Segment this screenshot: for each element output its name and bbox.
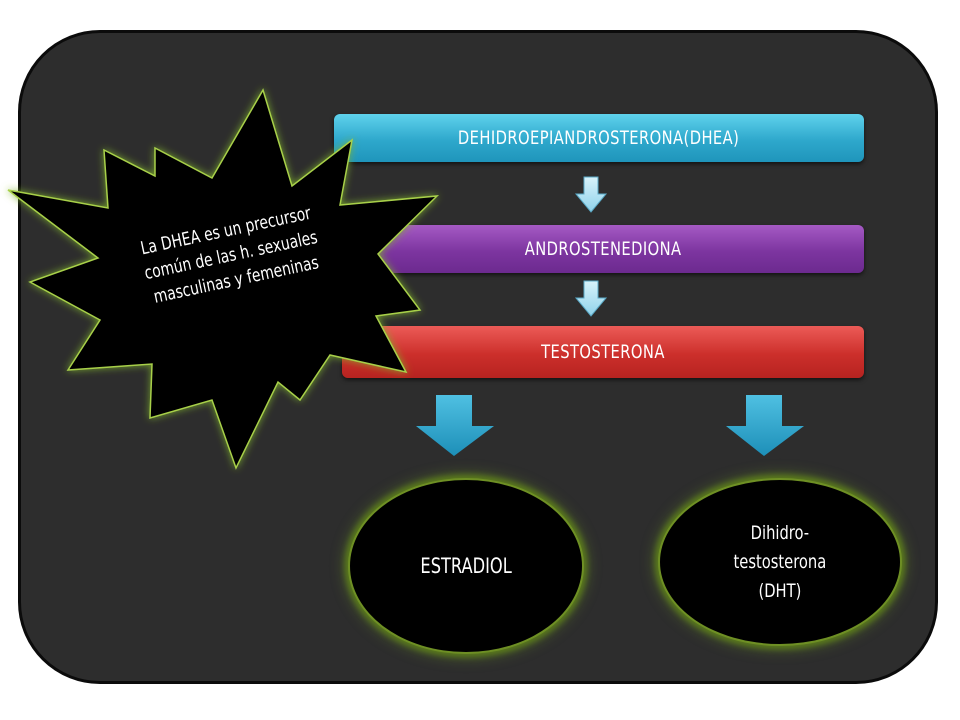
dhea-label: DEHIDROEPIANDROSTERONA(DHEA)	[458, 127, 740, 149]
estradiol-oval: ESTRADIOL	[348, 478, 584, 654]
arrow-dhea-to-andro	[574, 176, 608, 213]
testosterona-label: TESTOSTERONA	[541, 341, 665, 363]
dht-label-line1: Dihidro-	[750, 521, 810, 544]
androstenediona-label: ANDROSTENEDIONA	[524, 238, 682, 260]
arrow-testo-to-dht	[726, 395, 804, 456]
estradiol-label: ESTRADIOL	[420, 554, 512, 578]
androstenediona-box: ANDROSTENEDIONA	[342, 225, 864, 273]
testosterona-box: TESTOSTERONA	[342, 326, 864, 378]
arrow-andro-to-testo	[574, 280, 608, 317]
dhea-box: DEHIDROEPIANDROSTERONA(DHEA)	[334, 114, 864, 162]
dht-label-line2: testosterona	[733, 550, 827, 573]
dht-oval: Dihidro- testosterona (DHT)	[658, 478, 902, 646]
arrow-testo-to-estradiol	[416, 395, 494, 456]
dht-label-line3: (DHT)	[758, 579, 802, 602]
